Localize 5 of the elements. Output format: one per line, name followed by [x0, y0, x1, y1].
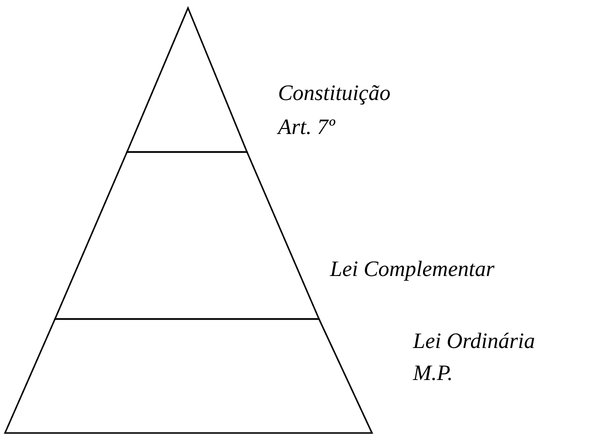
- level-label: Lei Ordinária: [413, 328, 536, 354]
- level-label: M.P.: [413, 360, 453, 386]
- level-label: Constituição: [278, 80, 390, 106]
- level-label: Art. 7º: [278, 114, 335, 140]
- level-label: Lei Complementar: [330, 256, 494, 282]
